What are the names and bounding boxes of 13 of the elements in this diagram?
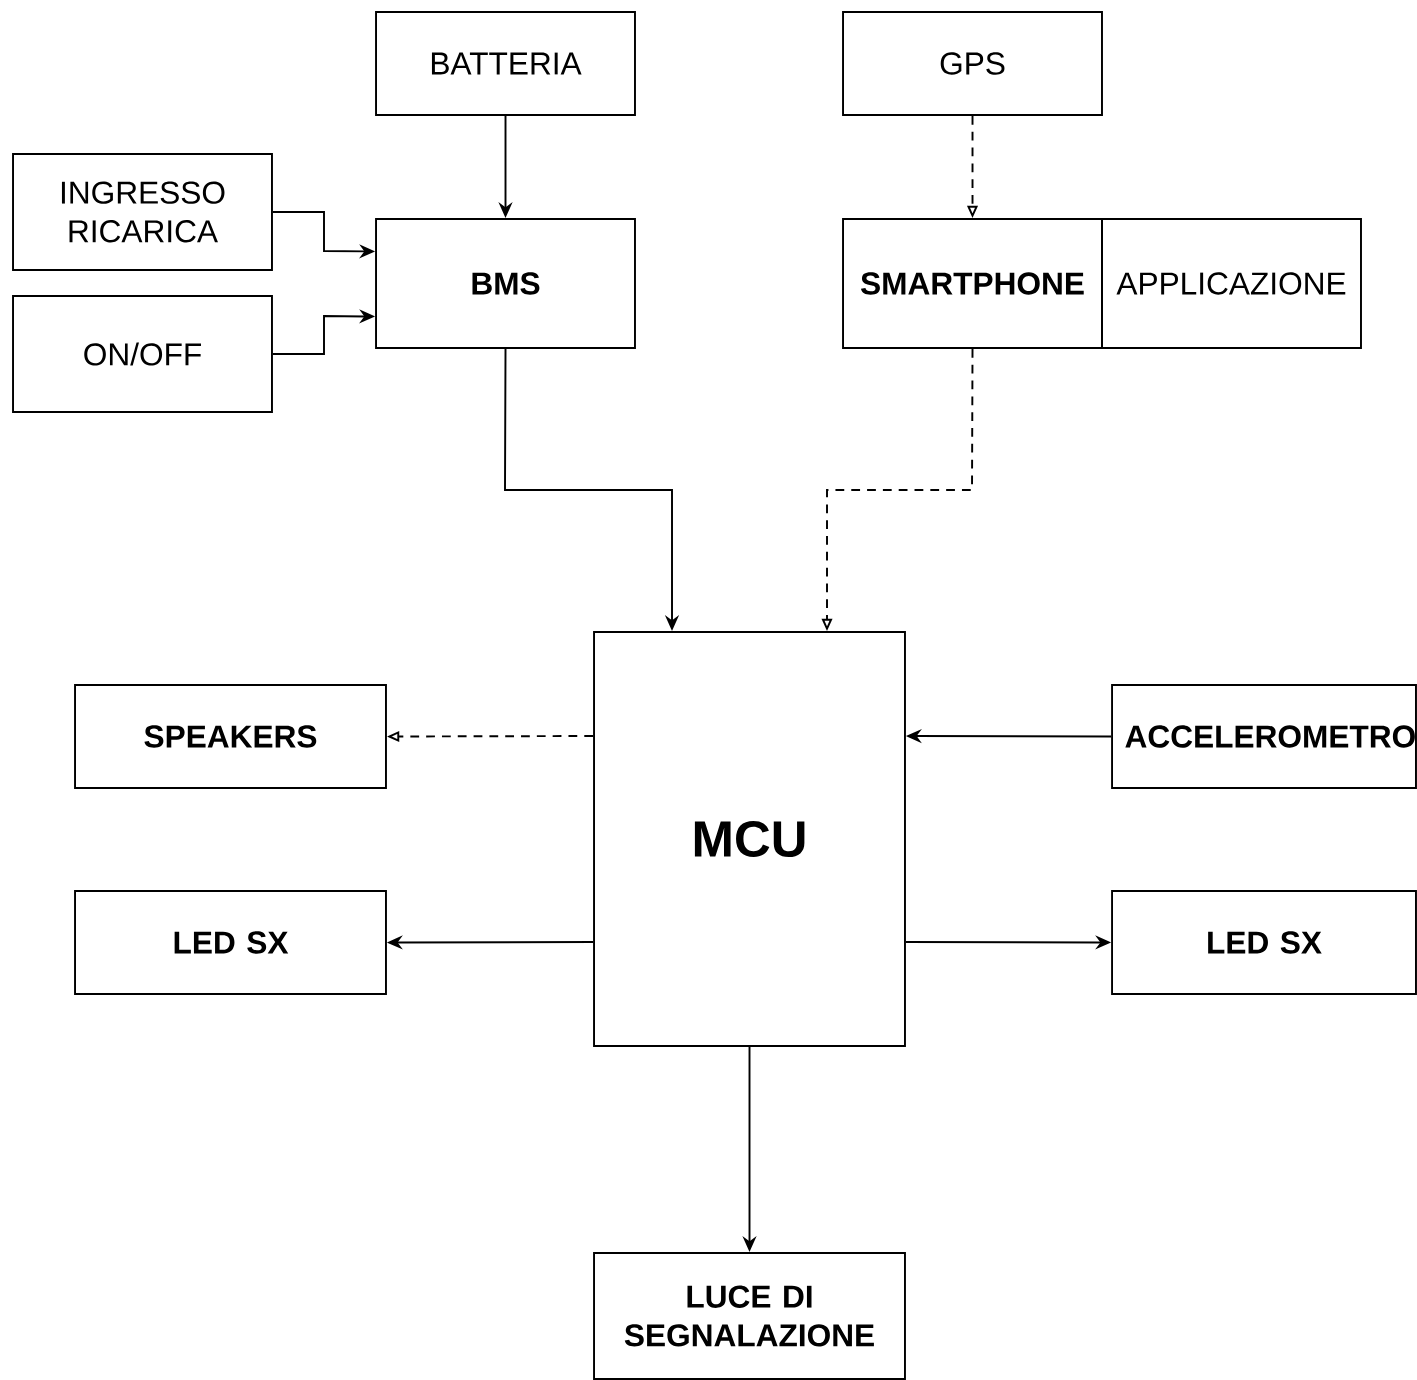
- component-box: SMARTPHONE: [842, 218, 1103, 349]
- component-box: INGRESSO RICARICA: [12, 153, 273, 271]
- component-box: ON/OFF: [12, 295, 273, 413]
- component-box: SPEAKERS: [74, 684, 387, 789]
- component-box: GPS: [842, 11, 1103, 116]
- component-box: ACCELEROMETRO: [1111, 684, 1417, 789]
- component-box: LED SX: [1111, 890, 1417, 995]
- component-box: APPLICAZIONE: [1101, 218, 1362, 349]
- component-box: LED SX: [74, 890, 387, 995]
- component-box: MCU: [593, 631, 906, 1047]
- component-box: BATTERIA: [375, 11, 636, 116]
- component-box: BMS: [375, 218, 636, 349]
- component-box: LUCE DI SEGNALAZIONE: [593, 1252, 906, 1380]
